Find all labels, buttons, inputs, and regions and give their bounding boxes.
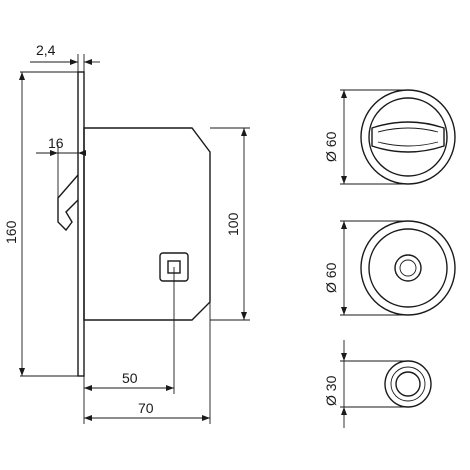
dim-body-depth: 70 xyxy=(84,302,211,424)
rose-turn-knob xyxy=(360,89,456,185)
dim-spindle-offset: 50 xyxy=(83,267,175,424)
dim-rose-bottom: Ø 30 xyxy=(323,340,408,428)
turn-knob-grip-lower xyxy=(377,141,439,147)
dim-label-16: 16 xyxy=(48,135,64,151)
hook-bolt xyxy=(57,174,79,232)
dim-backset: 16 xyxy=(36,135,86,200)
dim-rose-middle: Ø 60 xyxy=(323,220,408,316)
dim-label-160: 160 xyxy=(3,220,19,244)
hook-bolt-detail xyxy=(65,203,75,213)
turn-knob-grip xyxy=(377,127,439,133)
faceplate xyxy=(77,71,85,377)
dim-faceplate-thickness: 2,4 xyxy=(30,42,100,72)
dim-body-height: 100 xyxy=(210,127,250,321)
dim-total-height: 160 xyxy=(3,71,78,377)
dim-label-rose-top: Ø 60 xyxy=(323,131,339,162)
turn-knob xyxy=(371,121,445,153)
dim-label-rose-middle: Ø 60 xyxy=(323,262,339,293)
lock-body xyxy=(83,127,211,321)
dim-label-rose-bottom: Ø 30 xyxy=(323,375,339,406)
dim-rose-top: Ø 60 xyxy=(323,89,408,185)
dim-label-70: 70 xyxy=(138,400,154,416)
mortise-lock-view xyxy=(57,71,211,377)
dim-label-50: 50 xyxy=(122,370,138,386)
rose-small xyxy=(384,360,432,408)
rose-release xyxy=(360,220,456,316)
dim-label-100: 100 xyxy=(225,212,241,236)
dim-label-2-4: 2,4 xyxy=(36,42,56,58)
